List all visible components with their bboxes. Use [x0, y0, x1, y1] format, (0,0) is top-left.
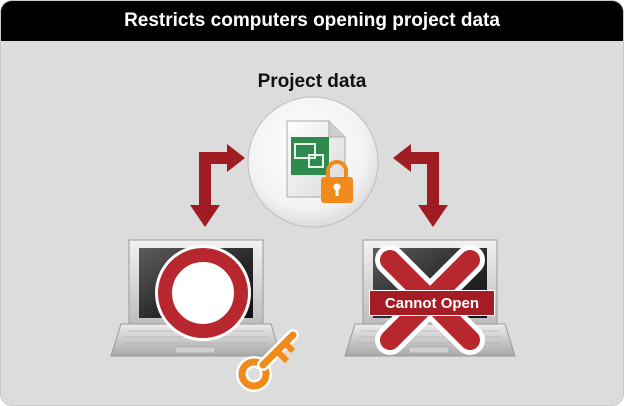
header-bar: Restricts computers opening project data [1, 1, 623, 41]
project-data-icon [247, 96, 379, 228]
laptop-allowed-icon [110, 239, 282, 357]
arrow-right-icon [393, 144, 448, 227]
arrow-left-icon [190, 144, 245, 227]
cannot-open-banner: Cannot Open [369, 290, 495, 316]
project-data-label: Project data [257, 71, 367, 92]
header-title: Restricts computers opening project data [124, 10, 500, 31]
key-icon [236, 329, 299, 392]
lock-icon [321, 160, 353, 203]
allowed-circle-icon [158, 248, 248, 338]
cannot-open-label: Cannot Open [384, 295, 480, 312]
